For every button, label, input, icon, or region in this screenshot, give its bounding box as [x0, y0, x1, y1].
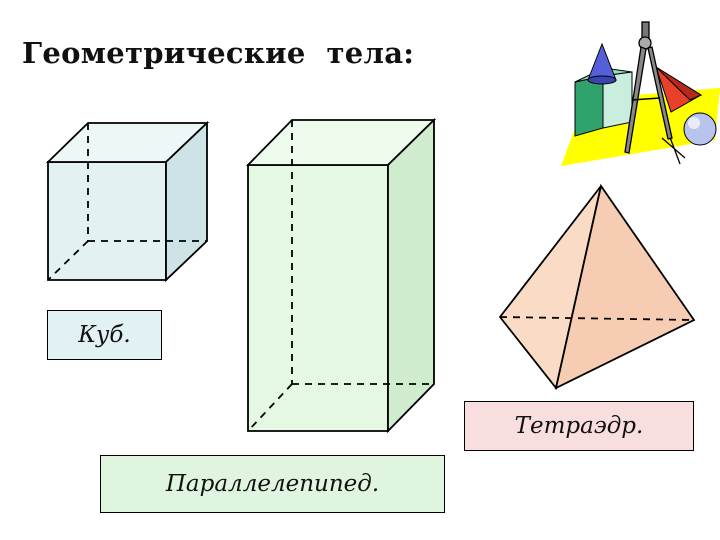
- tetrahedron-hidden-edge: [499, 316, 695, 321]
- parallelepiped-front-face: [247, 164, 389, 432]
- cube-label: Куб.: [47, 310, 162, 360]
- cube: [45, 120, 210, 283]
- tetrahedron-label: Тетраэдр.: [464, 401, 694, 451]
- page-title: Геометрические тела:: [22, 36, 415, 70]
- tetrahedron-right-face: [554, 183, 696, 390]
- parallelepiped-hidden-edges: [247, 120, 434, 432]
- geometry-tools-clipart-icon: [561, 21, 720, 166]
- parallelepiped-side-face: [387, 117, 435, 434]
- tetrahedron: [498, 183, 696, 391]
- parallelepiped: [245, 117, 437, 434]
- parallelepiped-label: Параллелепипед.: [100, 455, 445, 513]
- cube-hidden-edges: [47, 123, 207, 281]
